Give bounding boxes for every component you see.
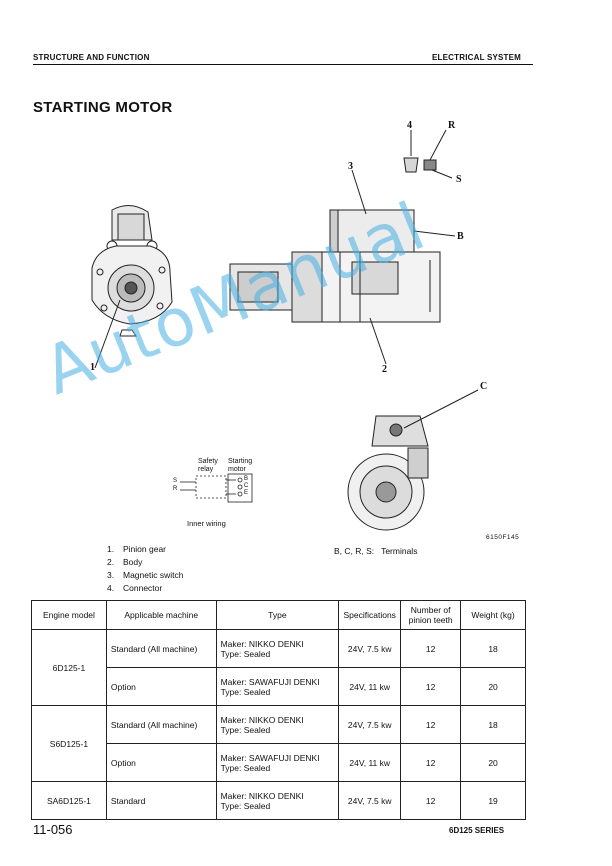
- cell-engine-model: 6D125-1: [31, 629, 107, 706]
- wiring-terminal-e: E: [244, 490, 249, 496]
- wiring-terminal-r: R: [173, 486, 178, 492]
- wiring-terminal-c: C: [244, 483, 249, 489]
- cell-teeth: 12: [400, 781, 462, 820]
- callout-B: B: [457, 231, 464, 242]
- figure-id: 6150F145: [486, 534, 520, 541]
- cell-engine-model: SA6D125-1: [31, 781, 107, 820]
- header-section-title: STRUCTURE AND FUNCTION: [33, 53, 150, 62]
- cell-machine: Standard: [105, 781, 217, 820]
- col-pinion-teeth: Number of pinion teeth: [400, 600, 462, 630]
- page-number: 11-056: [33, 822, 73, 837]
- col-type: Type: [215, 600, 340, 630]
- rear-view-drawing: [347, 389, 479, 531]
- cell-machine: Option: [105, 743, 217, 782]
- table-header-row: Engine model Applicable machine Type Spe…: [31, 600, 526, 630]
- col-applicable-machine: Applicable machine: [105, 600, 217, 630]
- cell-spec: 24V, 7.5 kw: [338, 629, 402, 668]
- cell-weight: 20: [460, 667, 526, 706]
- col-engine-model: Engine model: [31, 600, 107, 630]
- front-view-drawing: [91, 205, 173, 369]
- wiring-terminal-s: S: [173, 478, 178, 484]
- cell-spec: 24V, 7.5 kw: [338, 705, 402, 744]
- legend-item: 4.Connector: [107, 583, 163, 593]
- callout-S: S: [456, 174, 462, 185]
- page-title: STARTING MOTOR: [33, 99, 173, 116]
- cell-spec: 24V, 11 kw: [338, 743, 402, 782]
- cell-machine: Option: [105, 667, 217, 706]
- cell-teeth: 12: [400, 705, 462, 744]
- table-row: S6D125-1 Standard (All machine) Maker: N…: [31, 705, 526, 782]
- callout-C: C: [480, 381, 488, 392]
- cell-weight: 18: [460, 629, 526, 668]
- inner-wiring-diagram: [180, 473, 253, 503]
- cell-teeth: 12: [400, 667, 462, 706]
- cell-weight: 19: [460, 781, 526, 820]
- callout-3: 3: [348, 161, 353, 172]
- side-view-drawing: [229, 169, 456, 365]
- cell-spec: 24V, 7.5 kw: [338, 781, 402, 820]
- cell-teeth: 12: [400, 743, 462, 782]
- col-weight: Weight (kg): [460, 600, 526, 630]
- cell-engine-model: S6D125-1: [31, 705, 107, 782]
- cell-teeth: 12: [400, 629, 462, 668]
- spec-table: Engine model Applicable machine Type Spe…: [31, 600, 526, 820]
- cell-weight: 20: [460, 743, 526, 782]
- col-specifications: Specifications: [338, 600, 402, 630]
- terminals-note: B, C, R, S: Terminals: [334, 546, 418, 556]
- series-label: 6D125 SERIES: [449, 826, 505, 835]
- callout-2: 2: [382, 364, 387, 375]
- cell-weight: 18: [460, 705, 526, 744]
- callout-1: 1: [90, 362, 95, 373]
- legend-item: 3.Magnetic switch: [107, 570, 184, 580]
- starting-motor-illustration: [91, 129, 479, 531]
- wiring-caption: Inner wiring: [187, 519, 226, 528]
- legend-item: 1.Pinion gear: [107, 544, 167, 554]
- legend-item: 2.Body: [107, 557, 143, 567]
- cell-machine: Standard (All machine): [105, 629, 217, 668]
- header-chapter-title: ELECTRICAL SYSTEM: [432, 53, 522, 62]
- cell-machine: Standard (All machine): [105, 705, 217, 744]
- wiring-terminal-b: B: [244, 476, 249, 482]
- callout-R: R: [448, 120, 456, 131]
- table-row: 6D125-1 Standard (All machine) Maker: NI…: [31, 629, 526, 706]
- parts-legend: 1.Pinion gear 2.Body 3.Magnetic switch 4…: [107, 543, 183, 595]
- wiring-label-safety-relay: Safety relay: [198, 458, 218, 473]
- header-rule: [33, 64, 533, 65]
- connector-drawing: [403, 129, 453, 179]
- cell-spec: 24V, 11 kw: [338, 667, 402, 706]
- wiring-label-starting-motor: Starting motor: [228, 458, 253, 473]
- callout-4: 4: [407, 120, 412, 131]
